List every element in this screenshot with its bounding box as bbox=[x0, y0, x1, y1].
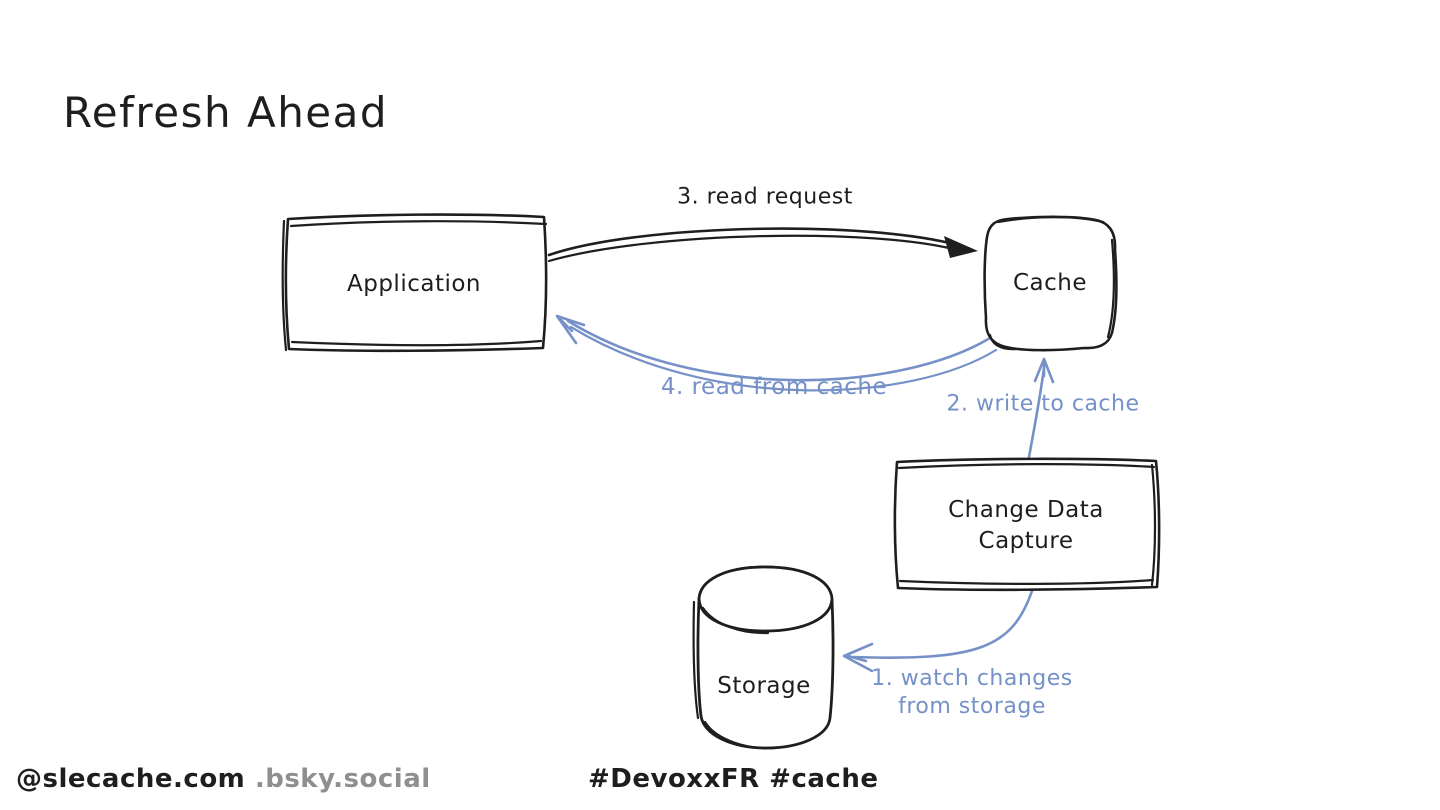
watch-changes-label-line1: 1. watch changes bbox=[871, 666, 1073, 691]
cdc-label-line2: Capture bbox=[978, 528, 1074, 554]
watch-changes-label: 1. watch changes from storage bbox=[857, 665, 1087, 721]
watch-changes-arrowhead bbox=[842, 642, 874, 673]
cache-box bbox=[983, 215, 1118, 352]
cache-label: Cache bbox=[1012, 270, 1088, 296]
read-from-cache-label: 4. read from cache bbox=[660, 374, 888, 400]
watch-changes-arrow bbox=[842, 589, 1034, 673]
page-title: Refresh Ahead bbox=[63, 88, 389, 137]
application-box bbox=[281, 213, 548, 353]
footer-handle-secondary: .bsky.social bbox=[254, 764, 431, 794]
write-to-cache-arrowhead bbox=[1033, 357, 1055, 384]
cdc-box bbox=[893, 457, 1161, 592]
watch-changes-label-line2: from storage bbox=[898, 694, 1046, 719]
storage-label: Storage bbox=[717, 673, 811, 699]
read-request-arrowhead bbox=[944, 236, 978, 258]
application-label: Application bbox=[346, 271, 482, 297]
write-to-cache-arrow bbox=[1027, 357, 1055, 459]
read-request-arrow bbox=[547, 227, 978, 263]
footer-hashtags: #DevoxxFR #cache bbox=[588, 764, 879, 794]
read-from-cache-arrowhead bbox=[555, 314, 586, 345]
storage-cylinder bbox=[692, 565, 835, 750]
cdc-label: Change Data Capture bbox=[906, 495, 1146, 557]
write-to-cache-label: 2. write to cache bbox=[946, 391, 1140, 417]
read-request-label: 3. read request bbox=[677, 184, 853, 210]
cdc-label-line1: Change Data bbox=[948, 497, 1104, 523]
footer-handle-primary: @slecache.com bbox=[16, 764, 246, 794]
read-from-cache-arrow bbox=[555, 314, 998, 392]
footer-handle: @slecache.com .bsky.social bbox=[16, 764, 431, 794]
